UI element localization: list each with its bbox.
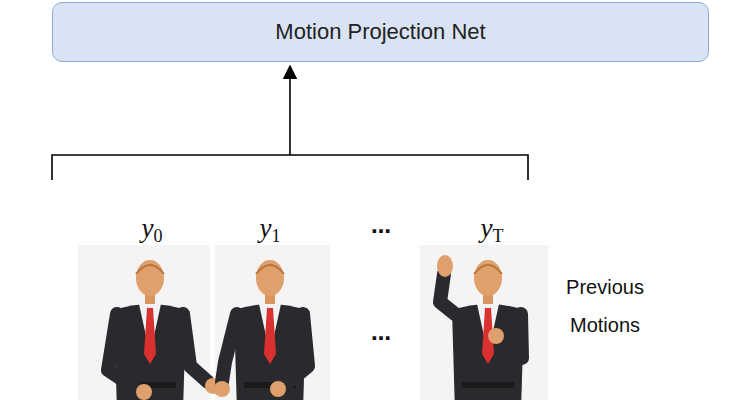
motion-variable: y0 [142, 213, 163, 244]
motion-variable: yT [481, 213, 504, 244]
input-arrow [289, 66, 291, 155]
avatar-figure [108, 260, 221, 400]
ellipsis: … [371, 214, 391, 238]
motion-variable: y1 [260, 213, 281, 244]
process-box: Motion Projection Net [52, 2, 709, 62]
avatar-figure [214, 260, 308, 400]
avatar-figure [437, 255, 524, 400]
ellipsis: … [371, 321, 391, 345]
bracket [52, 155, 528, 180]
box-label: Motion Projection Net [275, 19, 485, 45]
side-note: Previous Motions [555, 268, 655, 344]
